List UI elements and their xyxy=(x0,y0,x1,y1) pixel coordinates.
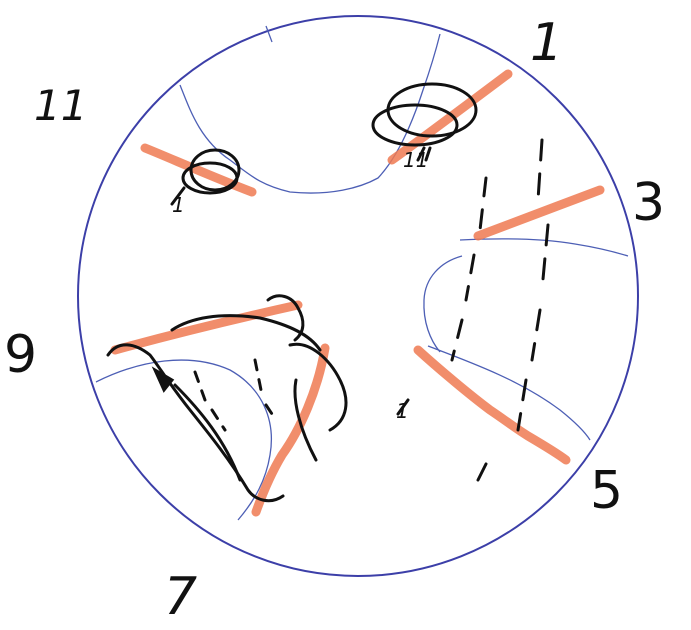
ink-drawings xyxy=(108,84,548,501)
orange-veins xyxy=(115,74,600,512)
loop-label-11: 11 xyxy=(403,148,428,172)
label-7: 7 xyxy=(164,567,197,627)
label-5: 5 xyxy=(590,461,623,521)
core-section-circle xyxy=(78,16,638,576)
loop-label-1: 1 xyxy=(172,193,185,217)
loop-label-1-lower: 1 xyxy=(396,399,409,423)
label-3: 3 xyxy=(632,173,665,233)
label-9: 9 xyxy=(4,325,37,385)
label-1: 1 xyxy=(530,13,563,73)
label-11: 11 xyxy=(34,81,87,130)
